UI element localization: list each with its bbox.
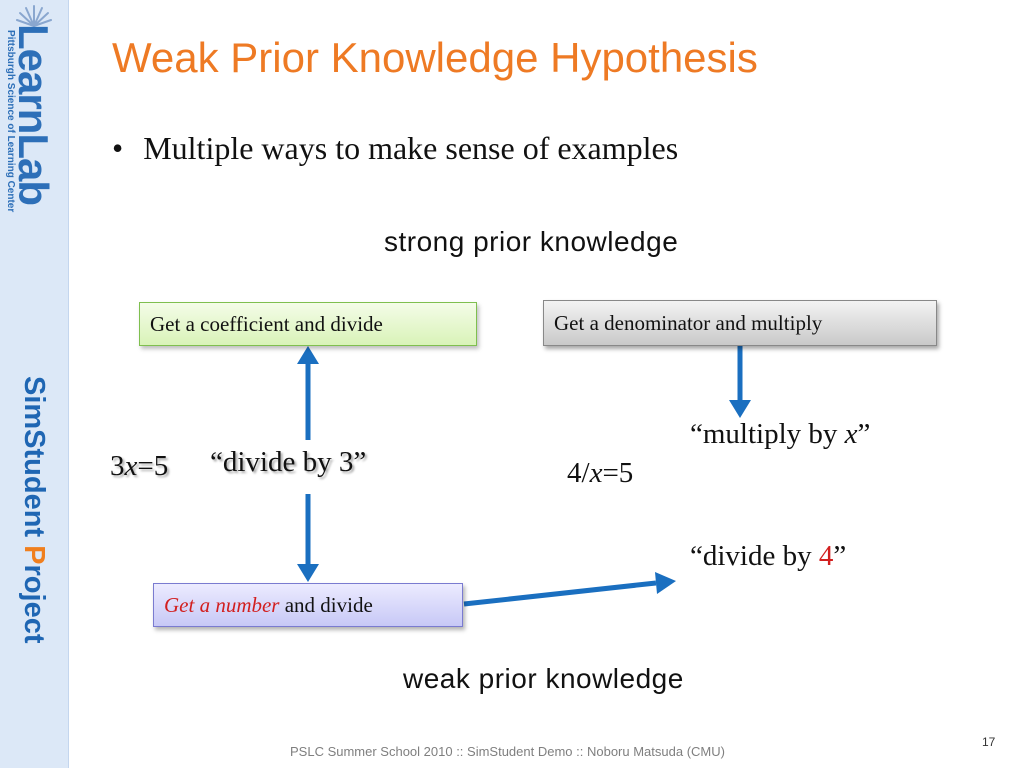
project-name-initial: P <box>18 545 50 565</box>
eq-left-variable: x <box>124 450 138 482</box>
denominator-multiply-box: Get a denominator and multiply <box>543 300 937 346</box>
project-name-part2: roject <box>18 564 50 644</box>
eq-right-variable: x <box>589 457 603 489</box>
page-number: 17 <box>982 735 996 749</box>
multiply-by-x-text: “multiply by x” <box>690 418 870 451</box>
divide-by-4-number: 4 <box>818 540 834 572</box>
eq-right-numerator: 4/ <box>567 457 590 489</box>
divide-by-4-quote: ” <box>833 540 847 572</box>
number-divide-box: Get a number and divide <box>153 583 463 627</box>
simstudent-project-text: SimStudent Project <box>18 376 50 644</box>
equation-3x-5: 3x=5 <box>110 450 168 483</box>
divide-by-4-prefix: “divide by <box>690 540 819 572</box>
divide-by-3-number: 3 <box>338 446 354 478</box>
sidebar: LearnLab Pittsburgh Science of Learning … <box>0 0 69 768</box>
divide-by-4-text: “divide by 4” <box>690 540 846 573</box>
learnlab-logo-text: LearnLab <box>10 24 57 206</box>
eq-right-rhs: =5 <box>602 457 634 489</box>
slide-footer: PSLC Summer School 2010 :: SimStudent De… <box>290 744 725 759</box>
multiply-quote: ” <box>857 418 871 450</box>
divide-by-3-quote: ” <box>353 446 367 478</box>
strong-prior-label: strong prior knowledge <box>384 226 679 257</box>
arrow-down-to-number-icon <box>297 494 319 582</box>
coefficient-divide-box: Get a coefficient and divide <box>139 302 477 346</box>
bullet-dot-icon: • <box>112 130 124 166</box>
number-highlight: Get a number <box>164 592 280 617</box>
divide-by-3-text: “divide by 3” <box>210 446 366 479</box>
bullet-item: • Multiple ways to make sense of examples <box>112 130 678 167</box>
eq-left-coefficient: 3 <box>110 450 125 482</box>
eq-left-rhs: =5 <box>137 450 169 482</box>
weak-prior-label: weak prior knowledge <box>403 663 684 694</box>
divide-by-3-prefix: “divide by <box>210 446 339 478</box>
project-name-part1: SimStudent <box>18 376 50 546</box>
sunburst-logo-icon <box>16 5 52 27</box>
learnlab-subtitle: Pittsburgh Science of Learning Center <box>5 30 16 213</box>
arrow-right-to-divide-4-icon <box>463 572 676 607</box>
arrow-down-to-multiply-icon <box>729 346 751 418</box>
equation-4-over-x: 4/x=5 <box>567 457 633 490</box>
multiply-variable: x <box>844 418 858 450</box>
arrow-up-to-coefficient-icon <box>297 346 319 440</box>
number-divide-rest: and divide <box>279 592 373 617</box>
multiply-prefix: “multiply by <box>690 418 845 450</box>
slide-title: Weak Prior Knowledge Hypothesis <box>112 34 758 81</box>
bullet-text: Multiple ways to make sense of examples <box>143 130 679 166</box>
